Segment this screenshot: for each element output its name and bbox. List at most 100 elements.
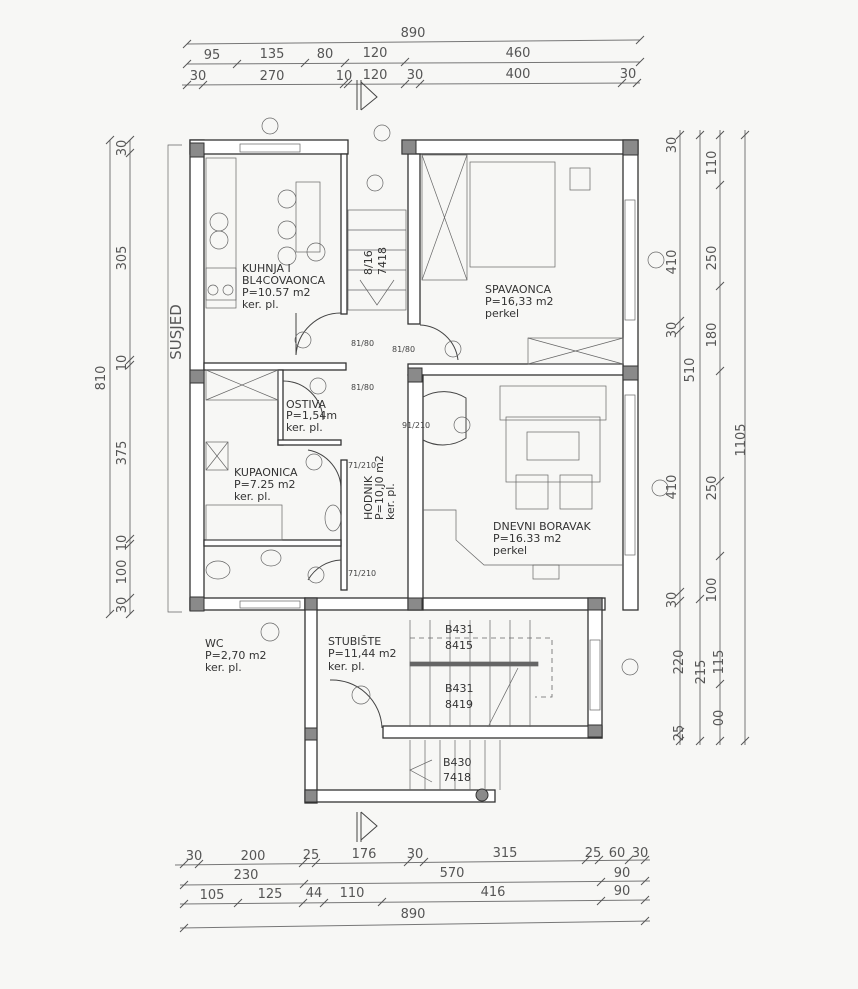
dim-label: 25	[303, 848, 320, 863]
dim-label: 460	[506, 46, 531, 61]
dim-left-total: 810	[94, 366, 109, 391]
dim-label: 125	[258, 887, 283, 902]
dim-label: 110	[340, 886, 365, 901]
furniture	[205, 154, 624, 580]
dim-top-total: 890	[401, 26, 426, 41]
room-floor: ker. pl.	[234, 490, 271, 503]
stair-label: B430	[443, 756, 472, 769]
dim-label: 220	[672, 650, 687, 675]
stair-label: B431	[445, 623, 474, 636]
door-label: 71/210	[348, 569, 376, 578]
dim-label: 30	[115, 597, 130, 614]
bottom-dimensions: 30 200 25 176 30 315 25 60 30 230 570 90…	[174, 846, 651, 933]
neighbor-label: SUSJED	[167, 304, 185, 359]
dim-label: 30	[665, 137, 680, 154]
room-floor: perkel	[485, 307, 519, 320]
door-label: 81/80	[351, 383, 374, 392]
dim-label: 416	[481, 885, 506, 900]
dim-label: 176	[352, 847, 377, 862]
room-floor: ker. pl.	[384, 483, 397, 520]
door-label: 71/210	[348, 461, 376, 470]
dim-label: 305	[115, 246, 130, 271]
stair-label: 8415	[445, 639, 473, 652]
room-name: HODNIK	[362, 475, 375, 520]
dim-label: 410	[665, 475, 680, 500]
room-area: P=2,70 m2	[205, 649, 267, 662]
dim-label: 25	[585, 846, 602, 861]
room-bedroom: SPAVAONCA P=16,33 m2 perkel	[485, 283, 554, 320]
door-label: 81/80	[351, 339, 374, 348]
dim-label: 100	[705, 578, 720, 603]
room-living: DNEVNI BORAVAK P=16.33 m2 perkel	[493, 520, 592, 557]
top-dimensions: 890 95 135 80 120 460 30 270 10 120 30 4…	[181, 26, 645, 90]
room-area: P=10,J0 m2	[373, 455, 386, 520]
dim-label: 115	[712, 650, 727, 675]
dim-label: 30	[115, 140, 130, 157]
room-name: SPAVAONCA	[485, 283, 551, 296]
dim-label: 80	[317, 47, 334, 62]
dim-label: 30	[665, 322, 680, 339]
dim-label: 270	[260, 69, 285, 84]
room-floor: ker. pl.	[328, 660, 365, 673]
dim-label: 95	[204, 48, 221, 63]
windows	[239, 143, 636, 711]
dim-label: 315	[493, 846, 518, 861]
dim-label: 30	[186, 849, 203, 864]
room-floor: ker. pl.	[205, 661, 242, 674]
room-name: KUPAONICA	[234, 466, 298, 479]
dim-label: 250	[705, 476, 720, 501]
door-label: 91/210	[402, 421, 430, 430]
room-name: OSTIVA	[286, 398, 326, 411]
dim-label: 200	[241, 849, 266, 864]
room-name: STUBIŠTE	[328, 635, 381, 648]
dim-label: 250	[705, 246, 720, 271]
dim-label: 100	[115, 560, 130, 585]
dim-label: 30	[407, 68, 424, 83]
dim-label: 105	[200, 888, 225, 903]
light-fixture-icon	[260, 117, 669, 705]
dim-label: 25	[672, 725, 687, 742]
room-name: BL4COVAONCA	[242, 274, 326, 287]
dim-label: 44	[306, 886, 323, 901]
room-area: P=1,54m	[286, 409, 337, 422]
columns	[189, 139, 639, 803]
door-labels: 81/80 81/80 81/80 91/210 71/210 71/210	[348, 339, 430, 578]
dim-label: 570	[440, 866, 465, 881]
stairs	[347, 209, 553, 790]
stair-labels: 8/16 7418 B431 8415 B431 8419 B430 7418	[362, 247, 474, 784]
stair-label: 8/16	[362, 250, 375, 275]
room-area: P=16.33 m2	[493, 532, 562, 545]
doors	[282, 312, 467, 729]
left-dimensions: 810 30 305 10 375 10 100 30 SUSJED	[94, 135, 185, 619]
room-hallway: HODNIK P=10,J0 m2 ker. pl.	[362, 455, 397, 520]
room-name: DNEVNI BORAVAK	[493, 520, 592, 533]
stair-label: 7418	[443, 771, 471, 784]
stair-label: 8419	[445, 698, 473, 711]
room-staircase: STUBIŠTE P=11,44 m2 ker. pl.	[328, 635, 397, 673]
dim-label: 400	[506, 67, 531, 82]
room-floor: ker. pl.	[286, 421, 323, 434]
section-arrow-icon	[356, 80, 378, 842]
dim-label: 10	[336, 69, 353, 84]
dim-label: 110	[705, 151, 720, 176]
dim-label: 10	[115, 355, 130, 372]
room-bathroom: KUPAONICA P=7.25 m2 ker. pl.	[234, 466, 298, 503]
room-area: P=11,44 m2	[328, 647, 397, 660]
dim-label: 120	[363, 46, 388, 61]
dim-label: 230	[234, 868, 259, 883]
dim-label: 410	[665, 250, 680, 275]
dim-label: 90	[614, 866, 631, 881]
room-area: P=16,33 m2	[485, 295, 554, 308]
room-name: WC	[205, 637, 224, 650]
dim-label: 60	[609, 846, 626, 861]
stair-label: 7418	[376, 247, 389, 275]
room-floor: ker. pl.	[242, 298, 279, 311]
dim-label: 10	[115, 535, 130, 552]
room-name: KUHNJA I	[242, 262, 291, 275]
dim-label: 180	[705, 323, 720, 348]
dim-label: 30	[665, 592, 680, 609]
dim-label: 510	[683, 358, 698, 383]
dim-label: 375	[115, 441, 130, 466]
dim-label: 30	[620, 67, 637, 82]
